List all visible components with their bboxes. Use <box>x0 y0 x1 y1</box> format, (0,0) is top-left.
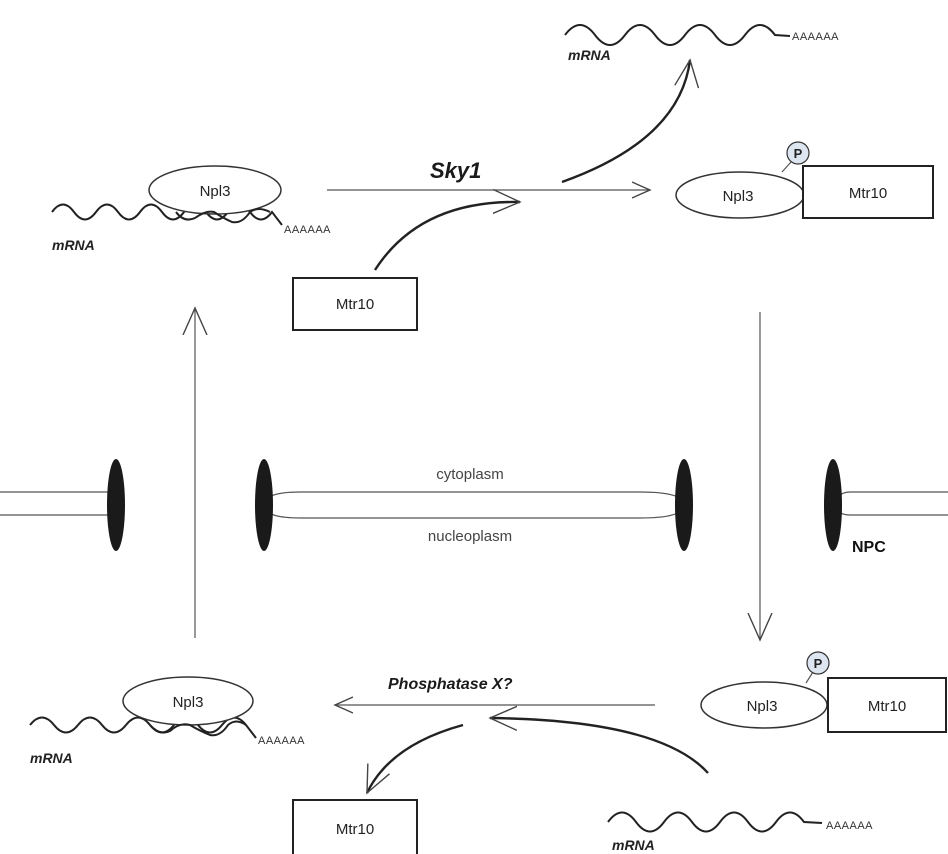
phosphate-label: P <box>794 146 803 161</box>
mtr10-binding-arrow <box>373 202 520 271</box>
poly-a-tail: AAAAAA <box>826 820 873 832</box>
incoming-mrna-bottom: AAAAAA mRNA <box>607 811 873 853</box>
nuclear-pore-complex-2 <box>255 459 273 551</box>
free-mtr10-cyto: Mtr10 <box>292 277 418 331</box>
mtr10-release-arrow <box>365 723 464 793</box>
npl3-label: Npl3 <box>723 188 754 205</box>
npc-label: NPC <box>852 539 886 556</box>
nuclear-pore-complex-1 <box>107 459 125 551</box>
nuclear-envelope: cytoplasm nucleoplasm NPC <box>0 459 948 556</box>
mrna-strand-over <box>149 720 247 737</box>
envelope-inner-left <box>0 504 117 516</box>
free-mtr10-nuc: Mtr10 <box>292 799 418 854</box>
mtr10-label: Mtr10 <box>336 821 374 838</box>
mrna-strand <box>564 24 791 46</box>
envelope-outer-right <box>832 491 948 506</box>
phosphatase-reaction: Phosphatase X? <box>335 676 709 793</box>
sky1-label: Sky1 <box>430 158 481 183</box>
nucleoplasm-label: nucleoplasm <box>428 528 512 545</box>
mrna-label: mRNA <box>612 837 655 853</box>
mtr10-box <box>292 277 418 331</box>
mrna-strand <box>607 811 823 833</box>
cyto-npl3-mrna-complex: Npl3 AAAAAA mRNA <box>51 165 331 253</box>
nuclear-pore-complex-3 <box>675 459 693 551</box>
mtr10-label: Mtr10 <box>336 296 374 313</box>
mtr10-label: Mtr10 <box>849 185 887 202</box>
mrna-label: mRNA <box>568 47 611 63</box>
nuc-npl3-mrna-complex: Npl3 AAAAAA mRNA <box>29 676 305 766</box>
mtr10-box <box>802 165 934 219</box>
phosphate-group <box>806 651 830 675</box>
released-mrna-top: AAAAAA mRNA <box>564 24 839 63</box>
npl3-label: Npl3 <box>747 698 778 715</box>
cyto-phospho-npl3-mtr10-complex: P Npl3 Mtr10 <box>675 141 934 219</box>
mrna-strand-over <box>175 208 271 224</box>
npl3-label: Npl3 <box>200 183 231 200</box>
phosphate-link <box>781 161 792 173</box>
phosphate-group <box>786 141 810 165</box>
nuclear-pore-complex-4 <box>824 459 842 551</box>
mrna-binding-arrow <box>490 718 709 774</box>
poly-a-tail: AAAAAA <box>284 224 331 236</box>
envelope-inner-right <box>832 504 948 516</box>
mrna-label: mRNA <box>30 750 73 766</box>
mtr10-box <box>292 799 418 854</box>
phosphate-label: P <box>814 656 823 671</box>
npl3-protein <box>148 165 282 215</box>
cytoplasm-label: cytoplasm <box>436 466 504 483</box>
phosphatase-label: Phosphatase X? <box>388 676 513 693</box>
phosphate-link <box>805 671 814 684</box>
envelope-inner-middle <box>263 504 685 519</box>
nuc-phospho-npl3-mtr10-complex: P Npl3 Mtr10 <box>700 651 947 733</box>
npl3-label: Npl3 <box>173 694 204 711</box>
mrna-label: mRNA <box>52 237 95 253</box>
sky1-reaction: Sky1 <box>327 60 690 271</box>
mrna-release-arrow <box>561 60 690 184</box>
poly-a-tail: AAAAAA <box>792 31 839 43</box>
mtr10-label: Mtr10 <box>868 698 906 715</box>
mtr10-box <box>827 677 947 733</box>
poly-a-tail: AAAAAA <box>258 735 305 747</box>
envelope-outer-left <box>0 491 117 506</box>
envelope-outer-middle <box>263 491 685 506</box>
